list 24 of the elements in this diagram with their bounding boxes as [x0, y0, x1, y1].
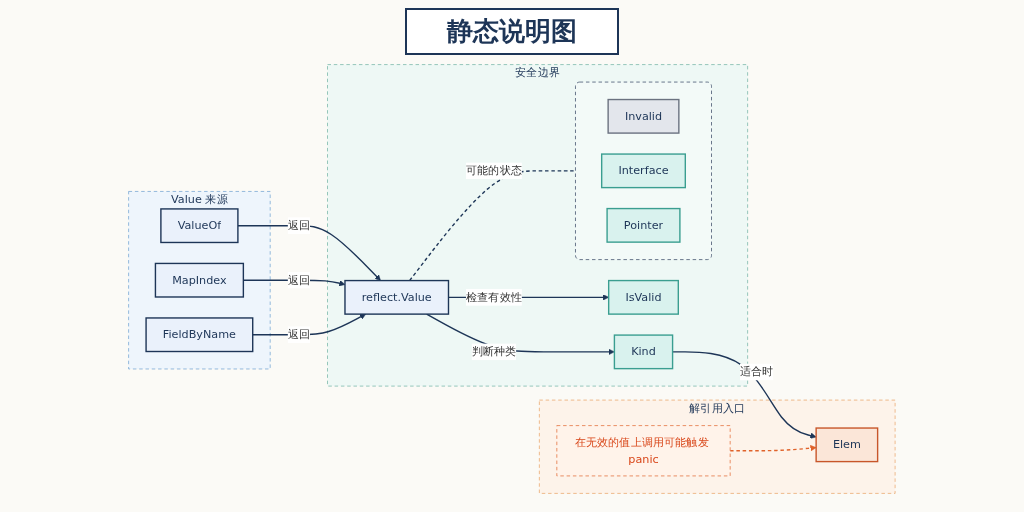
node-box: MapIndex: [154, 262, 245, 298]
node-box: reflect.Value: [344, 279, 450, 315]
node-box: Elem: [815, 427, 879, 463]
node-box: ValueOf: [160, 208, 239, 244]
edge-label: 返回: [287, 218, 311, 232]
node-box: FieldByName: [145, 317, 254, 353]
arrow: [729, 445, 817, 452]
edge-label: 检查有效性: [466, 290, 523, 304]
node-box: Interface: [601, 153, 687, 189]
arrow: [252, 313, 367, 336]
node-box: Pointer: [606, 207, 681, 243]
diagram-title: 静态说明图: [405, 8, 619, 55]
node-box: IsValid: [608, 279, 680, 315]
arrow: [672, 351, 817, 439]
edge-label: 适合时: [740, 365, 774, 379]
edge-label: 判断种类: [471, 344, 517, 359]
connector: [409, 170, 577, 282]
cluster: [575, 81, 712, 260]
node-box: Kind: [613, 334, 674, 370]
node-box: Invalid: [607, 98, 680, 134]
edge-label: 返回: [287, 327, 311, 342]
edge-label: 返回: [287, 273, 311, 287]
edge-label: 可能的状态: [466, 163, 523, 178]
node-box: 在无效的值上调用可能触发 panic: [556, 425, 731, 477]
